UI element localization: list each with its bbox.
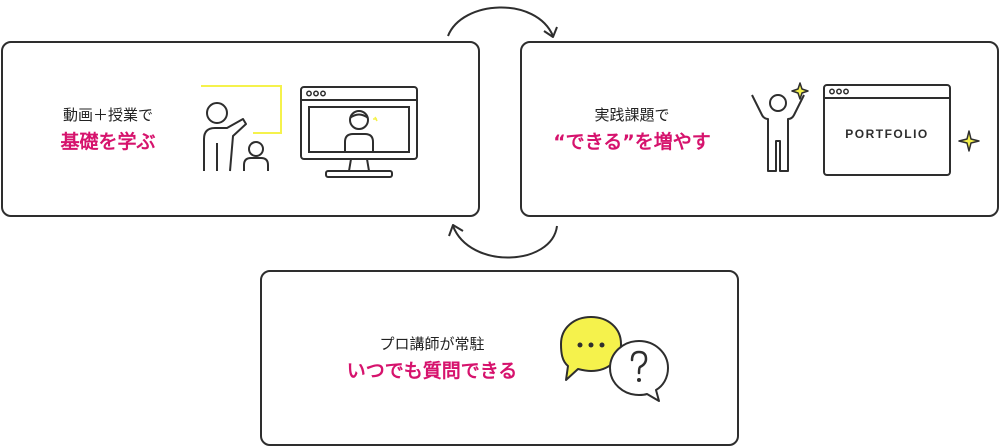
cycle-arrow-top [447, 6, 558, 38]
card-title: いつでも質問できる [346, 360, 518, 382]
card-title: 基礎を学ぶ [60, 131, 156, 153]
card-title: “できる”を増やす [553, 131, 711, 153]
teacher-icon [201, 85, 282, 172]
card-subtitle: プロ講師が常駐 [379, 335, 485, 353]
video-lesson-icon [300, 86, 418, 178]
step-card-practice: 実践課題で “できる”を増やす PORTFOLIO [520, 41, 999, 217]
cycle-arrow-bottom [448, 224, 558, 259]
portfolio-label: PORTFOLIO [845, 127, 929, 141]
step-card-support: プロ講師が常駐 いつでも質問できる [260, 270, 739, 446]
cheering-person-icon [751, 82, 809, 172]
card-subtitle: 動画＋授業で [62, 106, 153, 124]
step-card-basics: 動画＋授業で 基礎を学ぶ [1, 41, 480, 217]
sparkle-icon [958, 130, 980, 152]
portfolio-window-icon: PORTFOLIO [823, 84, 951, 176]
speech-bubble-question-icon [609, 340, 669, 402]
speech-bubble-ellipsis-icon [560, 316, 622, 381]
card-subtitle: 実践課題で [594, 106, 670, 124]
